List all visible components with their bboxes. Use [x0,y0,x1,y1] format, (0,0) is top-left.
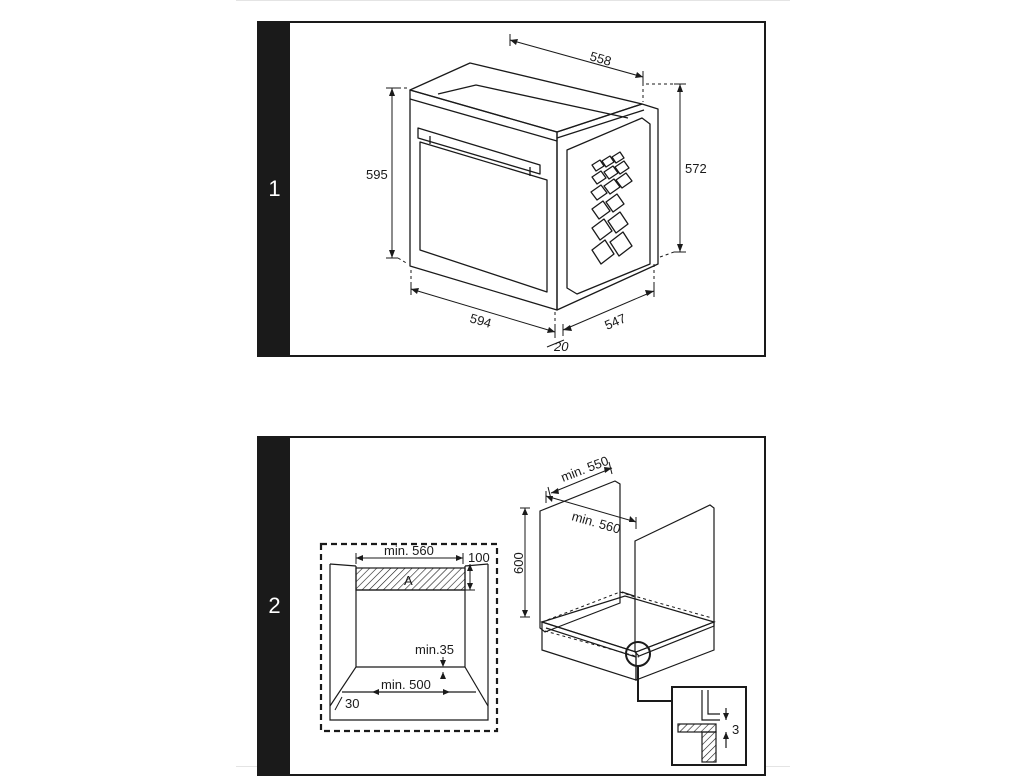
oven-drawing: 558 595 572 594 547 20 [366,34,707,354]
panel-number: 2 [268,593,281,618]
panel-number: 1 [268,176,281,201]
dim-detail-gap: 3 [732,722,739,737]
dim-door-offset: 20 [553,339,569,354]
vent-slots [590,151,633,265]
label-area-a: A [404,573,413,588]
detail-view [677,690,727,763]
cabinet-dimension-lines [520,461,637,618]
page-top-edge [236,0,790,1]
dim-front-width: 594 [468,310,493,330]
dim-side-offset: 30 [345,696,359,711]
dim-side-height: 572 [685,161,707,176]
oven-body [409,62,659,311]
dim-niche-width: min. 560 [384,543,434,558]
panel-number-tab: 1 [259,23,290,355]
hatched-area-a [355,567,466,591]
detail-box [671,686,747,766]
dim-cabinet-height: 600 [511,552,526,574]
detail-marker [625,641,651,667]
dimension-arrows [389,39,683,333]
installation-niche-panel: 2 [257,436,766,776]
oven-handle [417,127,541,176]
dim-top-width: 558 [588,48,613,68]
dim-top-depth: min. 550 [559,453,611,485]
cabinet-hidden-lines [541,591,713,658]
dim-depth: 547 [602,310,628,332]
niche-outline [319,542,499,733]
dim-front-height: 595 [366,167,388,182]
dim-inner-width: min. 560 [570,508,622,536]
oven-door-window [419,141,548,293]
niche-drawing: min. 560 100 A min.35 min. 500 30 min. 5… [319,453,747,766]
side-vent-panel [566,117,651,295]
dim-bottom-gap: min.35 [415,642,454,657]
oven-dimensions-panel: 1 [257,21,766,357]
dim-top-gap: 100 [468,550,490,565]
niche-arrows [356,467,729,739]
dim-floor-opening: min. 500 [381,677,431,692]
panel-number-tab: 2 [259,438,290,774]
dimension-lines [386,34,686,348]
